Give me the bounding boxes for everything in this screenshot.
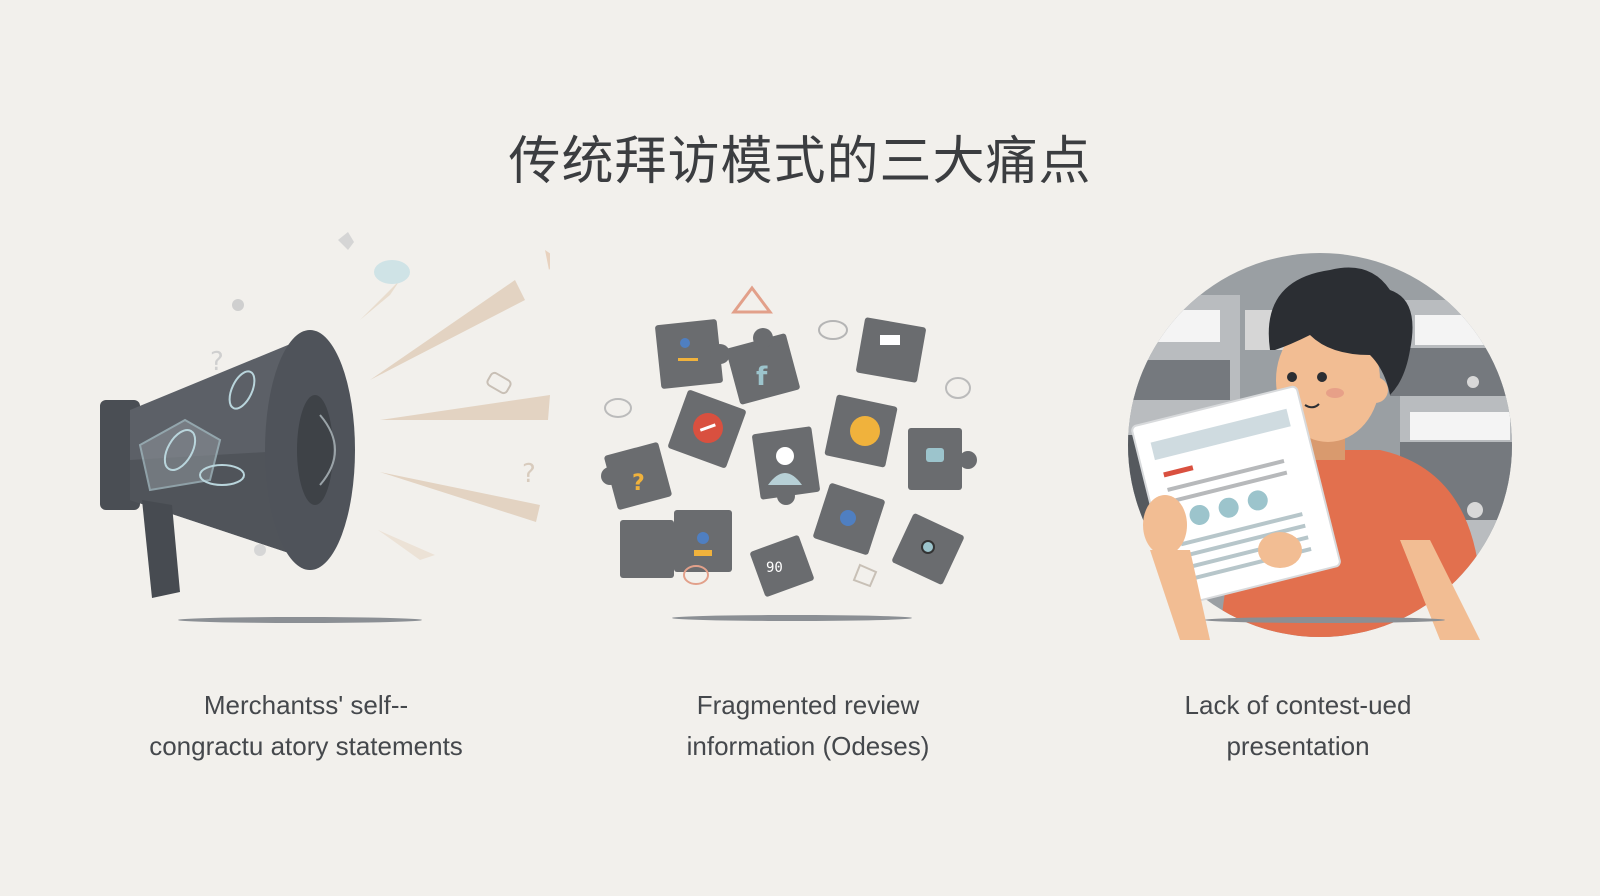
caption-line-1: Lack of contest-ued [1184, 690, 1412, 720]
megaphone-illustration: ? ? [70, 220, 550, 640]
puzzle-illustration: ? f 90 [580, 220, 1060, 640]
person-reading-illustration [1070, 220, 1550, 640]
caption-line-2: information (Odeses) [686, 731, 930, 761]
megaphone-icon: ? ? [100, 232, 550, 623]
puzzle-pieces-icon: ? f 90 [601, 285, 977, 621]
svg-text:90: 90 [766, 560, 783, 576]
caption-merchant-statements: Merchantss' self-- congractu atory state… [66, 685, 546, 767]
svg-text:f: f [756, 362, 768, 392]
svg-text:?: ? [522, 459, 536, 489]
caption-presentation: Lack of contest-ued presentation [1058, 685, 1538, 767]
caption-line-1: Fragmented review [696, 690, 920, 720]
slide-title: 传统拜访模式的三大痛点 [508, 131, 1092, 192]
caption-line-2: presentation [1226, 731, 1370, 761]
caption-line-1: Merchantss' self-- [203, 690, 409, 720]
svg-text:?: ? [210, 347, 224, 377]
person-reading-document-icon [1128, 253, 1512, 640]
caption-fragmented-review: Fragmented review information (Odeses) [568, 685, 1048, 767]
caption-line-2: congractu atory statements [149, 731, 463, 761]
svg-text:?: ? [632, 471, 645, 496]
